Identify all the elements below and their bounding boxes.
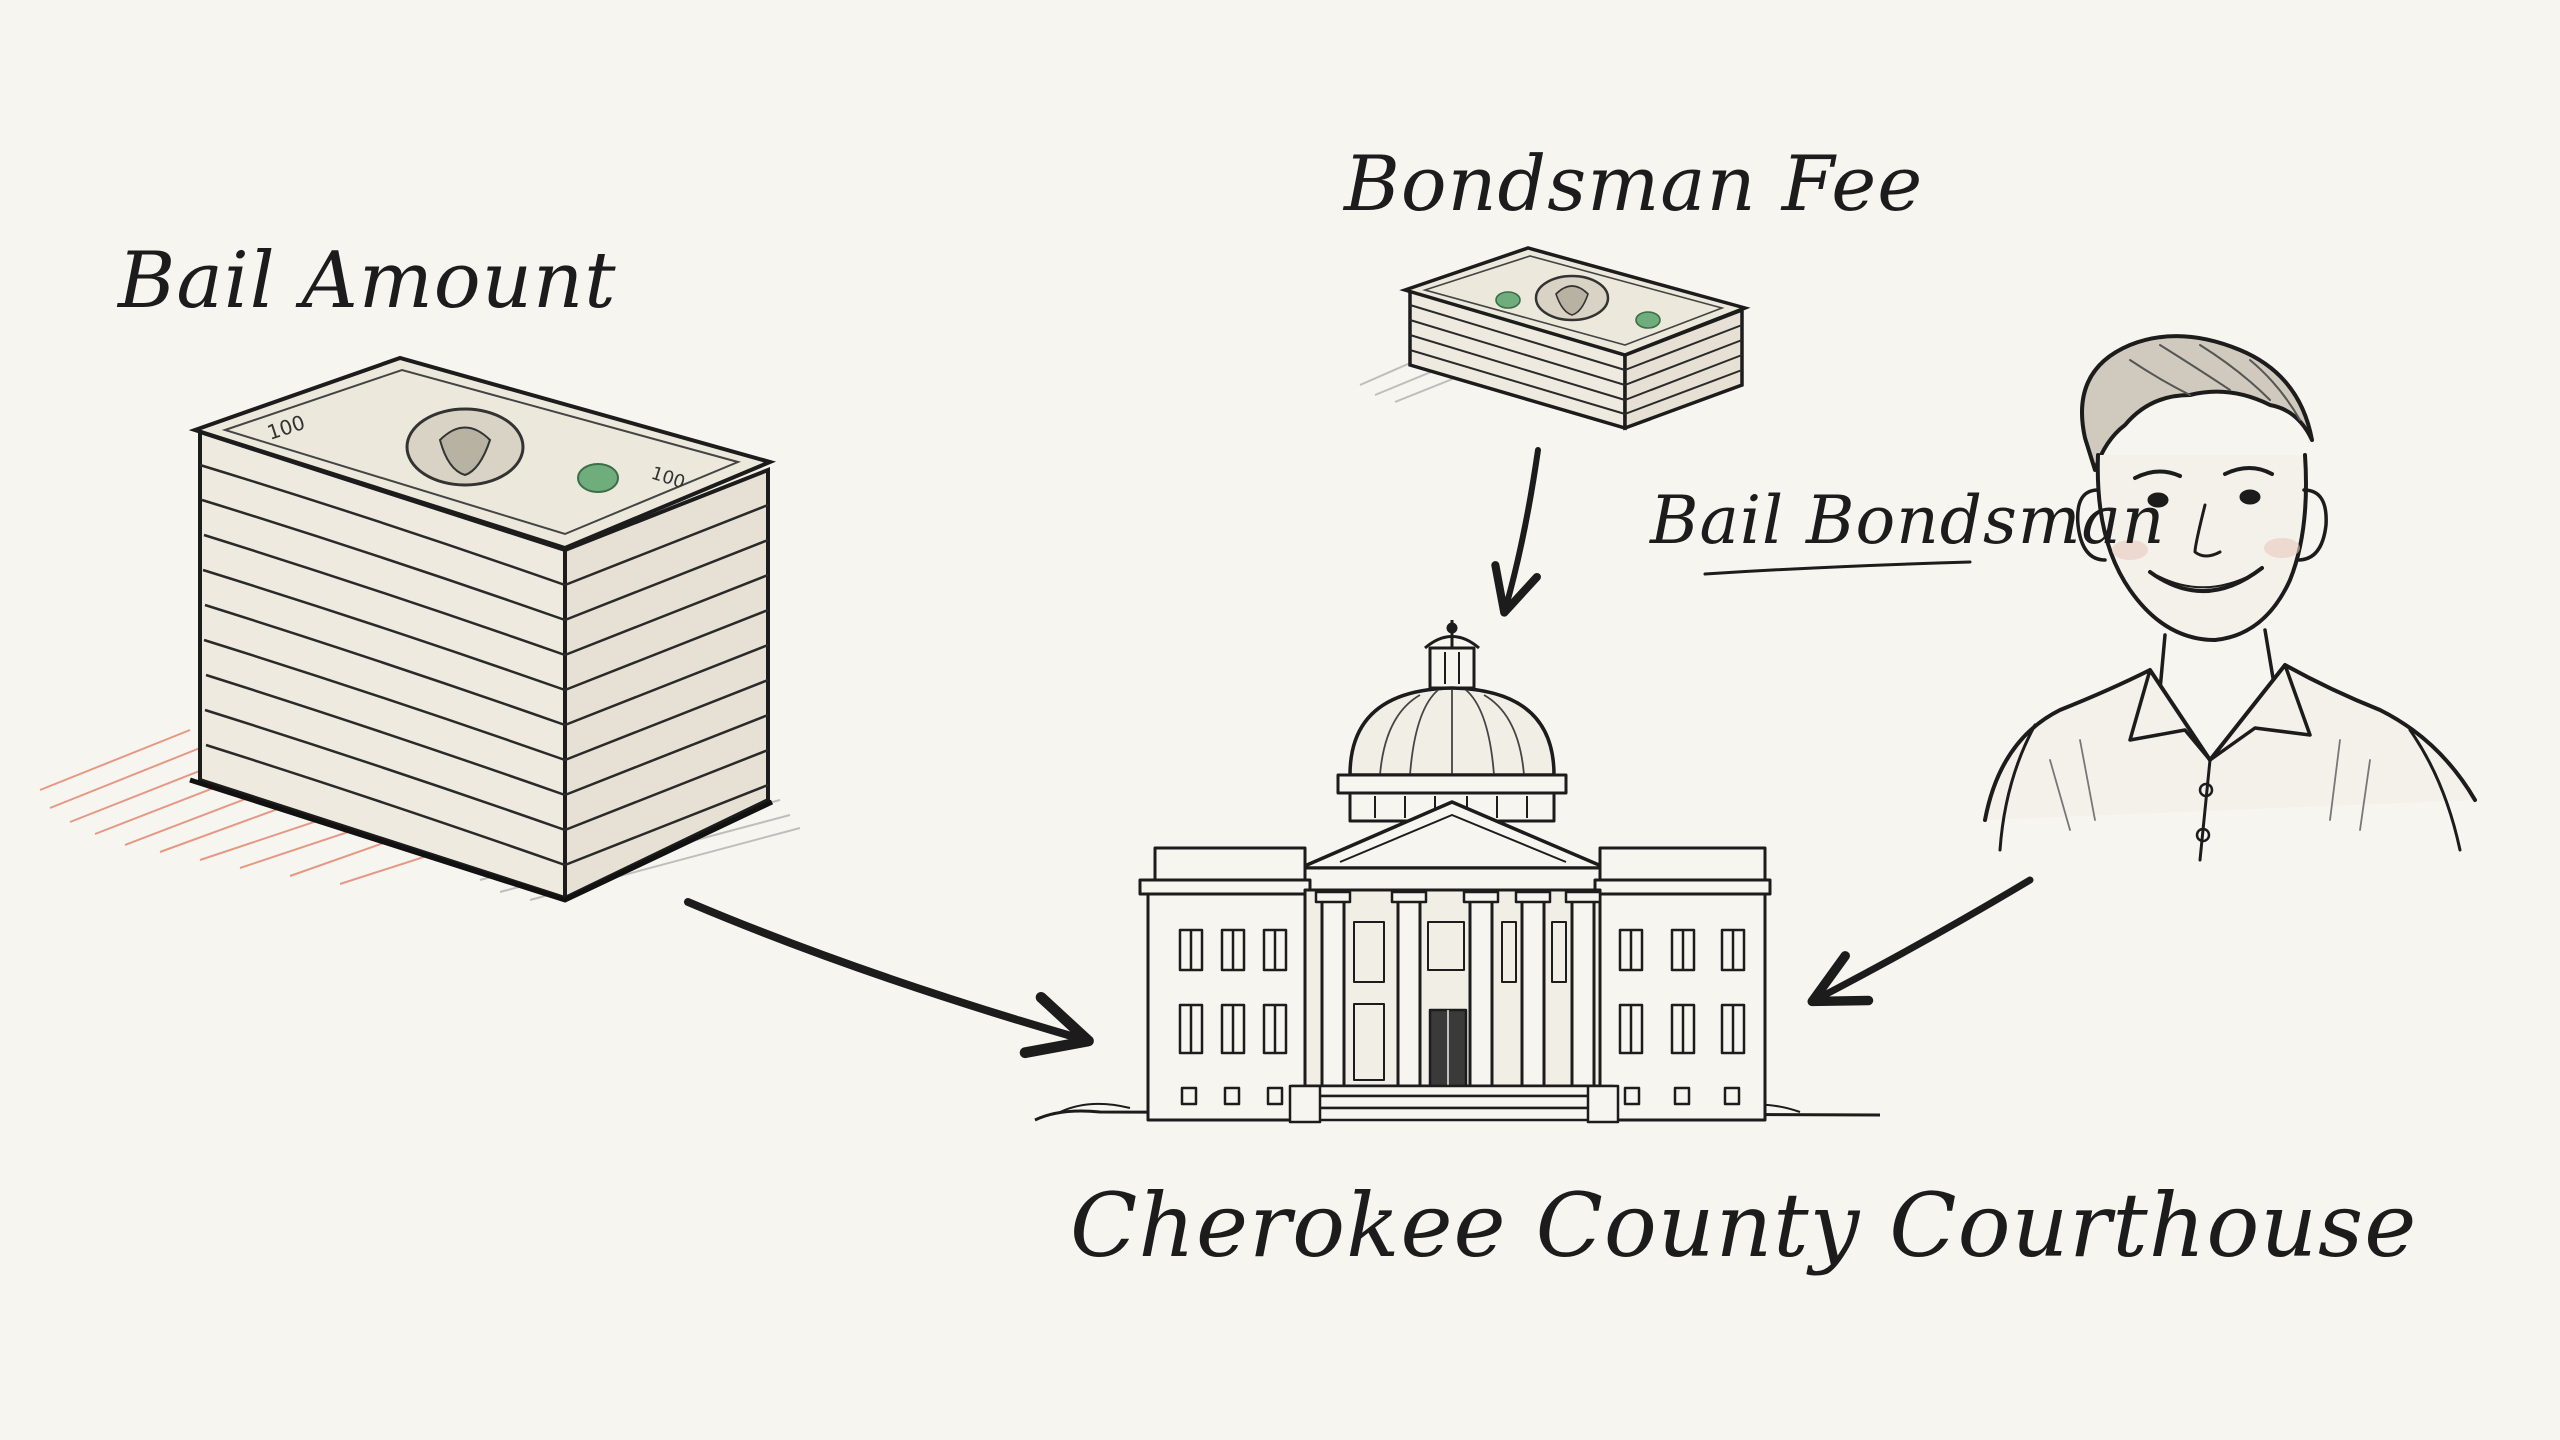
courthouse-icon xyxy=(1034,620,1881,1124)
person-icon xyxy=(1983,334,2477,862)
money-stack-large-icon: 100 100 xyxy=(39,355,801,903)
arrow-bail-amount-to-courthouse xyxy=(684,898,1094,1059)
arrow-bondsman-fee-to-courthouse xyxy=(1491,447,1541,617)
bondsman-fee-label: Bondsman Fee xyxy=(1344,139,1924,228)
label-underline xyxy=(1703,560,1972,576)
courthouse-label: Cherokee County Courthouse xyxy=(1070,1174,2418,1277)
money-stack-small-icon xyxy=(1359,246,1751,431)
bail-bondsman-label: Bail Bondsman xyxy=(1650,482,2166,559)
bail-amount-label: Bail Amount xyxy=(118,236,617,326)
arrow-bail-bondsman-to-courthouse xyxy=(1807,876,2034,1007)
